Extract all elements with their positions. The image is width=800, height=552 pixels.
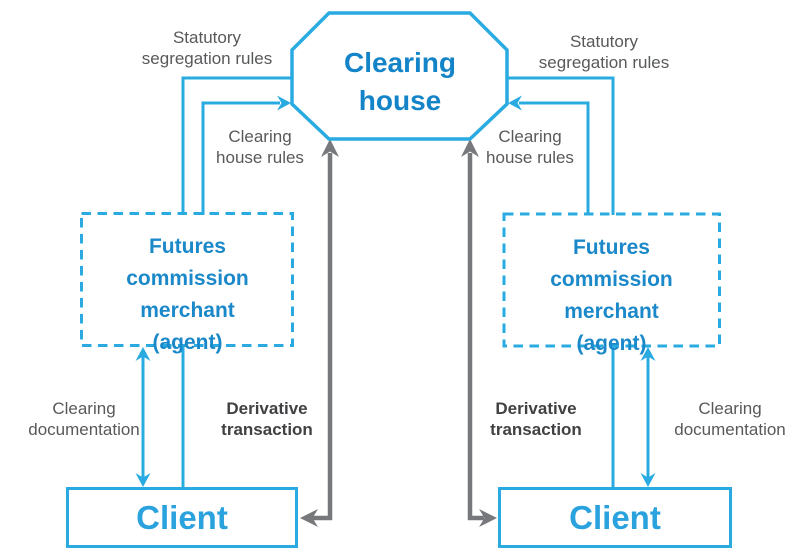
chr-left-line1: Clearing (228, 127, 292, 146)
arrowhead-left-derivative-left-icon (300, 509, 318, 527)
arrowhead-up-derivative-right-icon (461, 139, 479, 157)
arrowhead-right-chr-left-icon (277, 95, 291, 111)
connector-statutory-left-upper (181, 76, 291, 215)
arrowhead-up-derivative-left-icon (321, 139, 339, 157)
dt-right-line2: transaction (490, 420, 582, 439)
label-clearing-house-rules-left: Clearing house rules (170, 126, 350, 168)
cd-left-line1: Clearing (52, 399, 116, 418)
label-statutory-segregation-rules-right: Statutory segregation rules (514, 31, 694, 73)
statutory-right-line1: Statutory (569, 32, 639, 51)
arrowhead-up-cd-left-icon (135, 347, 151, 361)
fcm-left-line1: Futures (148, 235, 226, 258)
arrowhead-down-cd-right-icon (640, 473, 656, 487)
chr-left-line2: house rules (216, 148, 304, 167)
chr-right-line1: Clearing (498, 127, 562, 146)
cd-right-line2: documentation (674, 420, 786, 439)
fcm-left-label: Futures commission merchant (agent) (82, 231, 293, 359)
arrowhead-up-cd-right-icon (640, 347, 656, 361)
arrowhead-left-chr-right-icon (508, 95, 522, 111)
clearing-house-title-line1: Clearing (343, 47, 457, 78)
connector-clearing-house-rules-left (201, 101, 280, 215)
fcm-left-box (80, 212, 294, 347)
fcm-right-line1: Futures (572, 236, 650, 259)
fcm-left-line2: commission (126, 267, 249, 290)
clearing-house-title-line2: house (358, 85, 442, 116)
client-left-label: Client (136, 498, 228, 536)
label-clearing-documentation-left: Clearing documentation (9, 398, 159, 440)
dt-left-line1: Derivative (226, 399, 308, 418)
fcm-right-line3: merchant (564, 300, 659, 323)
client-right-box: Client (498, 487, 732, 548)
label-statutory-segregation-rules-left: Statutory segregation rules (117, 27, 297, 69)
label-clearing-house-rules-right: Clearing house rules (440, 126, 620, 168)
statutory-left-line1: Statutory (172, 28, 242, 47)
cd-left-line2: documentation (28, 420, 140, 439)
connector-statutory-right-upper (508, 76, 615, 215)
fcm-left-line4: (agent) (152, 331, 223, 354)
dt-left-line2: transaction (221, 420, 313, 439)
fcm-right-label: Futures commission merchant (agent) (504, 232, 719, 360)
label-derivative-transaction-right: Derivative transaction (461, 398, 611, 440)
fcm-left-line3: merchant (140, 299, 235, 322)
label-clearing-documentation-right: Clearing documentation (655, 398, 800, 440)
arrowhead-down-cd-left-icon (135, 473, 151, 487)
connector-derivative-transaction-left (312, 153, 333, 521)
statutory-left-line2: segregation rules (141, 49, 273, 68)
connector-clearing-house-rules-right (519, 101, 590, 215)
chr-right-line2: house rules (486, 148, 574, 167)
cd-right-line1: Clearing (698, 399, 762, 418)
statutory-right-line2: segregation rules (538, 53, 670, 72)
arrowhead-right-derivative-right-icon (479, 509, 497, 527)
client-left-box: Client (66, 487, 298, 548)
fcm-right-line2: commission (550, 268, 673, 291)
clearing-house-title: Clearing house (300, 44, 500, 120)
client-right-label: Client (569, 498, 661, 536)
fcm-right-box (502, 212, 721, 348)
connector-derivative-transaction-right (467, 153, 484, 521)
label-derivative-transaction-left: Derivative transaction (192, 398, 342, 440)
fcm-right-line4: (agent) (576, 332, 647, 355)
dt-right-line1: Derivative (495, 399, 577, 418)
clearing-house-node (290, 11, 509, 141)
